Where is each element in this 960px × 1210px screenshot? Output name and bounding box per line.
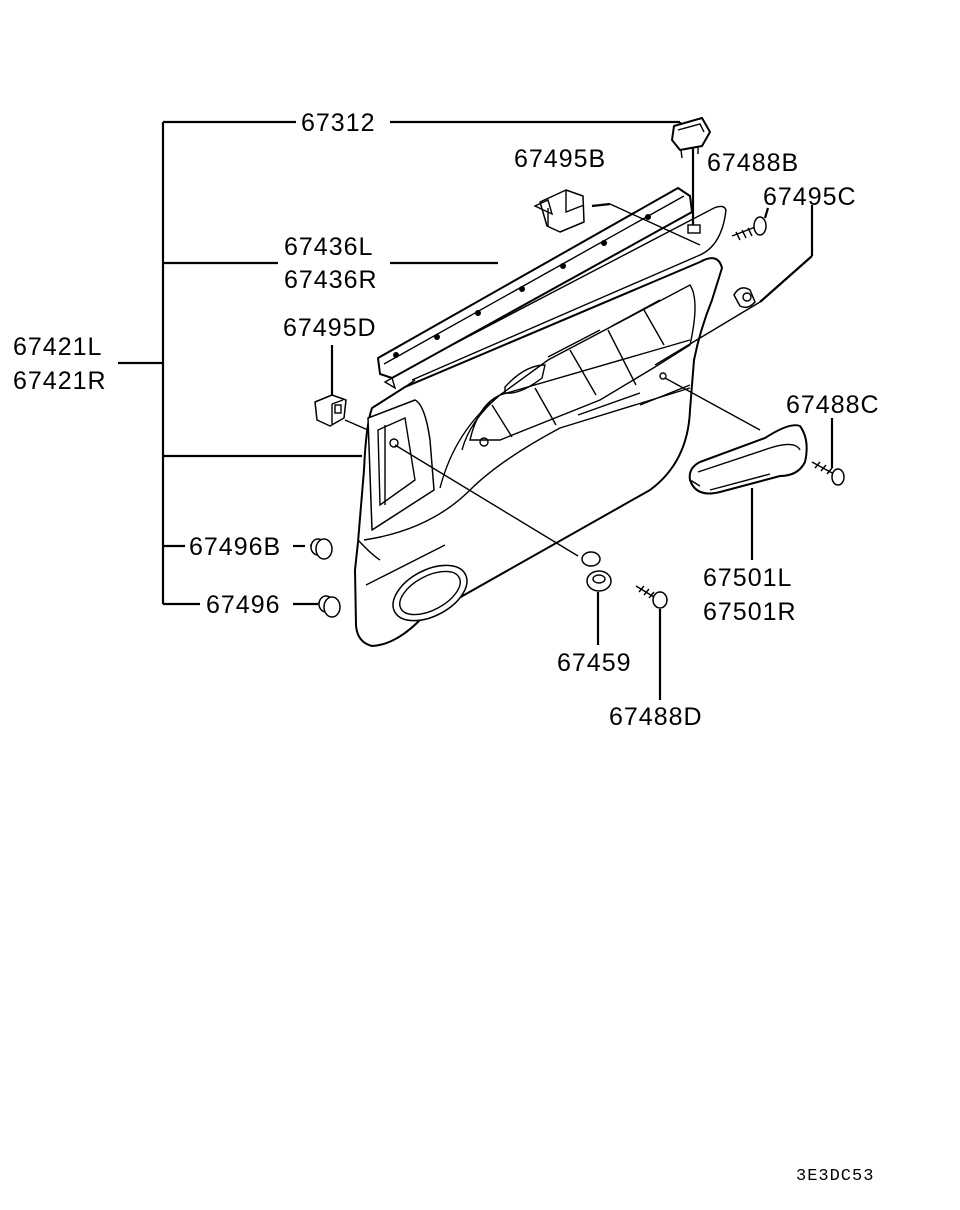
label-67488C: 67488C <box>786 391 880 419</box>
label-67495D: 67495D <box>283 314 377 342</box>
clip-67495D <box>314 345 369 431</box>
label-67496B: 67496B <box>189 533 281 561</box>
bracket-67421 <box>118 120 682 606</box>
label-67436L: 67436L <box>284 233 373 261</box>
label-67495C: 67495C <box>763 183 857 211</box>
switch-67312 <box>671 117 711 234</box>
clip-67495C <box>654 205 814 366</box>
door-trim-panel <box>354 205 727 647</box>
clip-67496B <box>309 538 333 560</box>
drawing-code: 3E3DC53 <box>796 1167 874 1186</box>
label-67312: 67312 <box>301 109 376 137</box>
label-67488B: 67488B <box>707 149 799 177</box>
screw-67488B <box>731 207 770 241</box>
label-67459: 67459 <box>557 649 632 677</box>
pull-handle-67501 <box>664 377 808 560</box>
screw-67488D <box>635 585 668 700</box>
label-67421L: 67421L <box>13 333 102 361</box>
label-67501R: 67501R <box>703 598 797 626</box>
label-67436R: 67436R <box>284 266 378 294</box>
label-67495B: 67495B <box>514 145 606 173</box>
grommet-67459 <box>394 444 612 645</box>
label-67488D: 67488D <box>609 703 703 731</box>
clip-67496 <box>317 595 341 618</box>
screw-67488C <box>811 418 845 486</box>
clip-67495B <box>533 189 701 246</box>
label-67501L: 67501L <box>703 564 792 592</box>
label-67496: 67496 <box>206 591 281 619</box>
label-67421R: 67421R <box>13 367 107 395</box>
